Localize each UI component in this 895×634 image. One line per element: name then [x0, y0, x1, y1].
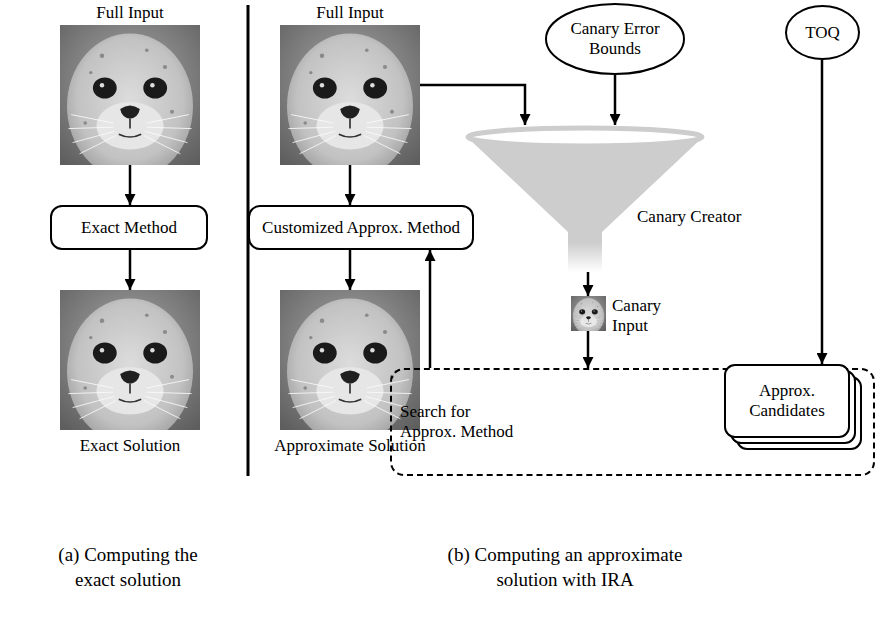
node-label: Approx. Candidates: [737, 381, 837, 420]
arrow-connector: [614, 75, 617, 125]
arrow-connector: [129, 250, 132, 290]
input-ellipse: TOQ: [785, 5, 860, 60]
arrow-connector: [420, 85, 525, 125]
search-region: Search for Approx. Method Approx. Candida…: [390, 368, 875, 476]
input-ellipse: Canary Error Bounds: [545, 3, 685, 75]
funnel-shape: Canary Creator: [465, 125, 705, 272]
arrow-connector: [429, 250, 432, 368]
arrow-connector: [587, 331, 590, 368]
node-label: Canary Error Bounds: [565, 19, 665, 58]
input-image: Full Input: [60, 25, 200, 165]
arrow-connector: [349, 165, 352, 205]
node-label: Exact Method: [81, 218, 177, 238]
node-label: Full Input: [316, 3, 384, 23]
canary-image: Canary Input: [571, 296, 606, 331]
output-image: Exact Solution: [60, 290, 200, 430]
arrow-connector: [349, 250, 352, 290]
process-box: Customized Approx. Method: [248, 205, 474, 250]
subfigure-caption: (b) Computing an approximate solution wi…: [420, 543, 710, 592]
seal-image: [60, 25, 606, 444]
node-label: TOQ: [805, 23, 840, 43]
arrow-connector: [587, 272, 590, 296]
output-image: Approximate Solution: [280, 290, 420, 430]
input-image: Full Input: [280, 25, 420, 165]
node-label: Exact Solution: [80, 436, 181, 456]
candidate-stack: Approx. Candidates: [724, 364, 850, 438]
process-box: Exact Method: [50, 205, 208, 250]
node-label: Search for Approx. Method: [400, 402, 520, 441]
node-label: Customized Approx. Method: [262, 218, 460, 238]
subfigure-caption: (a) Computing the exact solution: [43, 543, 213, 592]
node-label: Canary Creator: [637, 207, 741, 227]
node-label: Canary Input: [612, 296, 670, 335]
arrow-connector: [129, 165, 132, 205]
funnel-outline: [465, 125, 705, 272]
node-label: Full Input: [96, 3, 164, 23]
arrow-connector: [821, 60, 824, 364]
